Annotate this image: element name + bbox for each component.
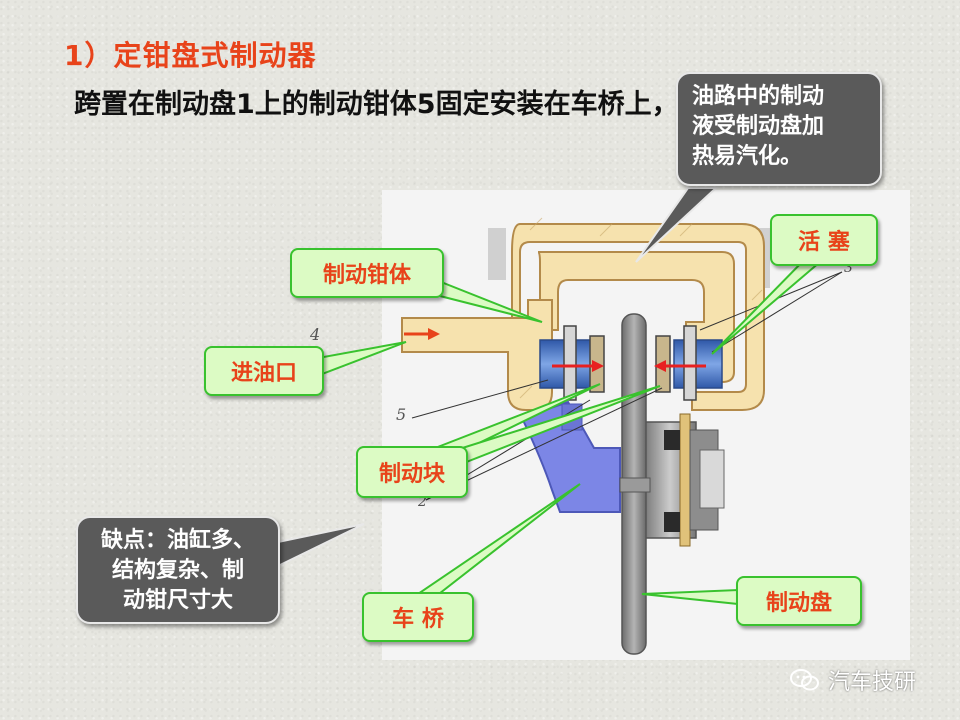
wechat-icon: [790, 669, 819, 691]
part-number-3: 3: [844, 260, 853, 276]
seal-right: [683, 325, 697, 401]
watermark-text: 汽车技研: [828, 670, 917, 695]
housing-edge-left: [488, 228, 506, 280]
label-oil-inlet: 进油口: [204, 346, 324, 396]
part-number-2: 2: [417, 494, 427, 510]
seal-left: [563, 325, 577, 401]
piston-right: [673, 339, 723, 389]
hub-stud-top: [664, 430, 680, 450]
fluid-callout-pointer: [635, 187, 719, 263]
part-number-4: 4: [309, 325, 320, 344]
hub-stud-bottom: [664, 512, 680, 532]
slide-title: 1）定钳盘式制动器: [64, 39, 317, 72]
watermark: 汽车技研: [790, 664, 916, 696]
drawback-callout: 缺点：油缸多、 结构复杂、制 动钳尺寸大: [76, 516, 280, 624]
label-brake-pad: 制动块: [356, 446, 468, 498]
drawback-callout-pointer: [277, 523, 365, 568]
label-caliper-body: 制动钳体: [290, 248, 444, 298]
label-axle: 车 桥: [362, 592, 474, 642]
part-number-5: 5: [396, 405, 406, 424]
label-brake-disc: 制动盘: [736, 576, 862, 626]
hub-bolt-plate: [679, 413, 691, 547]
hub-cap: [699, 449, 725, 509]
fluid-vaporization-callout: 油路中的制动 液受制动盘加 热易汽化。: [676, 72, 882, 186]
caliper-hatching: [519, 217, 763, 399]
label-pointers: [316, 254, 822, 606]
label-piston: 活 塞: [770, 214, 878, 266]
